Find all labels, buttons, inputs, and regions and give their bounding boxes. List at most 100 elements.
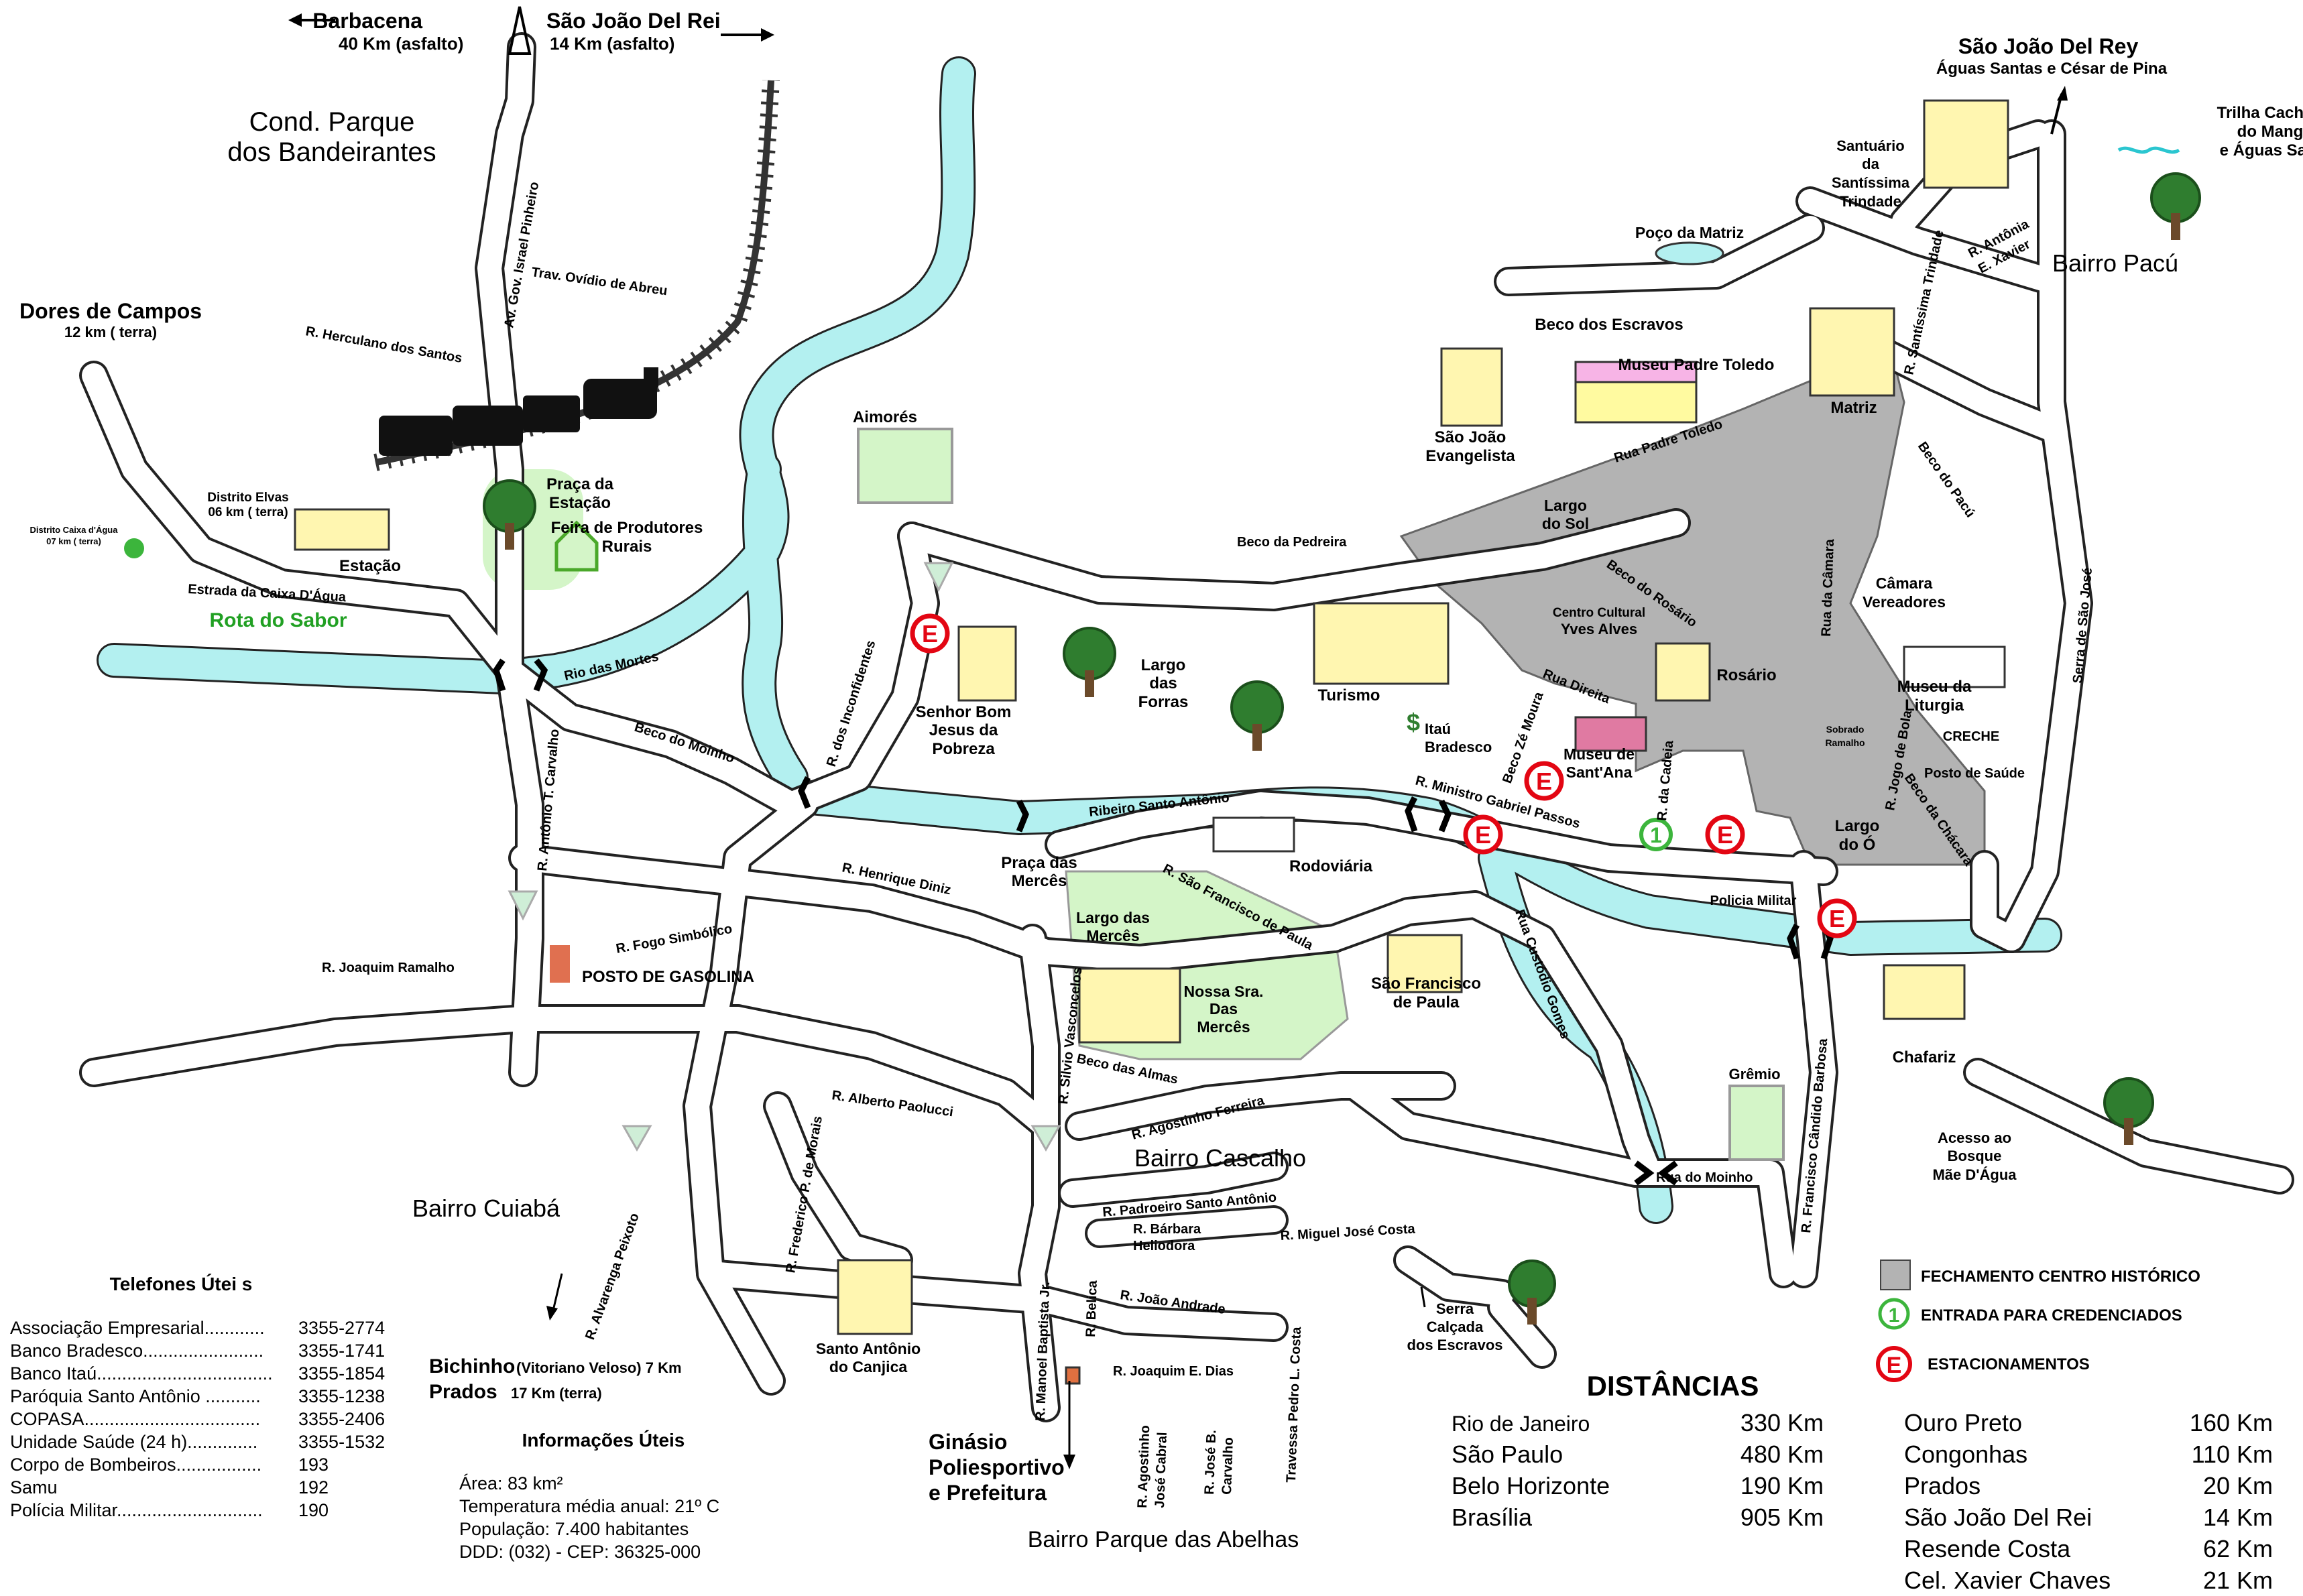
svg-text:Dores de Campos: Dores de Campos [19,299,202,323]
svg-text:São Paulo: São Paulo [1452,1440,1563,1468]
svg-text:Bosque: Bosque [1948,1148,2002,1164]
svg-text:dos Bandeirantes: dos Bandeirantes [227,137,436,167]
top-directions: Barbacena 40 Km (asfalto) São João Del R… [288,6,2303,160]
svg-text:06 km ( terra): 06 km ( terra) [208,505,288,519]
svg-text:Estação: Estação [549,494,611,512]
svg-text:Distrito Elvas: Distrito Elvas [207,491,288,505]
svg-text:R. Joaquim Ramalho: R. Joaquim Ramalho [322,961,455,975]
svg-text:São João: São João [1435,428,1507,446]
svg-text:Bradesco: Bradesco [1425,739,1492,755]
phone-row: Polícia Militar.........................… [10,1500,329,1520]
svg-text:Beco da Pedreira: Beco da Pedreira [1237,535,1347,550]
svg-text:480 Km: 480 Km [1740,1440,1824,1468]
svg-text:Mercês: Mercês [1012,872,1067,890]
svg-text:E: E [1536,768,1552,795]
svg-text:Barbacena: Barbacena [312,9,422,33]
church-icon-sao-joao [1440,347,1503,427]
svg-text:E: E [1717,821,1733,849]
svg-text:Museu da: Museu da [1897,678,1972,696]
svg-text:Posto de Saúde: Posto de Saúde [1924,766,2025,781]
svg-text:Rodoviária: Rodoviária [1289,857,1373,875]
svg-text:Samu: Samu [10,1477,58,1497]
svg-text:E: E [922,620,938,648]
svg-text:Policia Militar: Policia Militar [1710,894,1797,908]
svg-text:DISTÂNCIAS: DISTÂNCIAS [1587,1369,1759,1402]
svg-text:Beco do Pacú: Beco do Pacú [1915,439,1978,520]
svg-text:Largo: Largo [1544,497,1587,514]
tree-icons [483,172,2201,1325]
phone-row: Banco Itaú..............................… [10,1363,385,1384]
svg-text:Bichinho: Bichinho [429,1355,515,1377]
svg-text:Beco dos Escravos: Beco dos Escravos [1535,316,1683,334]
caixa-dot-icon [124,538,144,558]
svg-text:Bairro Cuiabá: Bairro Cuiabá [412,1194,560,1222]
svg-text:Informações Úteis: Informações Úteis [522,1430,685,1451]
svg-text:Rua da Câmara: Rua da Câmara [1819,538,1837,637]
svg-text:Bairro Parque das Abelhas: Bairro Parque das Abelhas [1028,1527,1299,1552]
svg-text:São João Del Rey: São João Del Rey [1958,34,2139,58]
svg-text:Calçada: Calçada [1427,1318,1484,1335]
svg-text:Resende Costa: Resende Costa [1904,1535,2071,1562]
svg-text:Museu Padre Toledo: Museu Padre Toledo [1618,356,1775,374]
svg-text:Brasília: Brasília [1452,1503,1533,1531]
svg-text:de Paula: de Paula [1393,993,1460,1011]
svg-text:3355-1741: 3355-1741 [298,1341,385,1361]
svg-text:População: 7.400 habitantes: População: 7.400 habitantes [459,1519,689,1539]
church-icon-senhor-bom [957,625,1017,702]
svg-text:Rota do Sabor: Rota do Sabor [209,609,347,631]
svg-text:Área: 83 km²: Área: 83 km² [459,1473,563,1493]
svg-text:Cel. Xavier Chaves: Cel. Xavier Chaves [1904,1567,2111,1594]
svg-text:07 km ( terra): 07 km ( terra) [46,536,101,546]
svg-text:Pobreza: Pobreza [932,740,995,758]
svg-text:Corpo de Bombeiros............: Corpo de Bombeiros................. [10,1455,261,1475]
svg-text:do Canjica: do Canjica [829,1358,908,1375]
svg-text:110 Km: 110 Km [2192,1440,2273,1468]
svg-text:Santo Antônio: Santo Antônio [816,1340,921,1357]
svg-text:São João Del Rei: São João Del Rei [1904,1503,2092,1531]
gremio-field-icon [1728,1085,1785,1161]
svg-text:Nossa Sra.: Nossa Sra. [1184,983,1264,1000]
svg-text:3355-1532: 3355-1532 [298,1432,385,1452]
svg-text:3355-2774: 3355-2774 [298,1318,385,1338]
dist-row: São Paulo 480 Km [1452,1440,1824,1468]
svg-text:do Mangue: do Mangue [2237,123,2303,141]
train-icon [379,367,658,456]
svg-text:do Ó: do Ó [1839,835,1876,854]
svg-text:17 Km (terra): 17 Km (terra) [511,1385,602,1402]
svg-text:Jesus da: Jesus da [929,721,998,739]
museu-liturgia-icon [1903,646,2006,688]
svg-text:Poço da Matriz: Poço da Matriz [1635,224,1744,241]
church-icon-merces [1078,967,1181,1044]
svg-text:Câmara: Câmara [1876,574,1933,592]
svg-text:14 Km (asfalto): 14 Km (asfalto) [550,34,674,54]
svg-text:Evangelista: Evangelista [1425,447,1515,465]
svg-text:Museu de: Museu de [1563,745,1635,763]
phone-row: Paróquia Santo Antônio ...........3355-1… [10,1386,385,1406]
svg-text:Cond. Parque: Cond. Parque [249,107,415,137]
svg-text:DDD: (032) - CEP: 36325-000: DDD: (032) - CEP: 36325-000 [459,1542,701,1562]
svg-text:do Sol: do Sol [1542,515,1589,532]
svg-text:R. Agostinho: R. Agostinho [1135,1425,1153,1508]
svg-text:Mercês: Mercês [1197,1018,1250,1036]
svg-text:Rosário: Rosário [1716,666,1776,684]
svg-text:Praça das: Praça das [1001,854,1077,872]
svg-text:R. Bárbara: R. Bárbara [1133,1222,1201,1237]
svg-text:40 Km (asfalto): 40 Km (asfalto) [339,34,463,54]
svg-text:R. Alvarenga Peixoto: R. Alvarenga Peixoto [583,1211,642,1342]
svg-text:Prados: Prados [1904,1472,1981,1499]
svg-text:Santíssima: Santíssima [1832,174,1910,191]
roads [79,32,2294,1422]
svg-text:Forras: Forras [1138,693,1189,711]
svg-text:e Águas Santas: e Águas Santas [2220,141,2303,160]
svg-text:192: 192 [298,1477,329,1497]
svg-text:R. Miguel José Costa: R. Miguel José Costa [1280,1221,1416,1243]
building-icons [294,99,2009,1385]
svg-text:Águas Santas e César de Pina: Águas Santas e César de Pina [1936,59,2168,78]
legend-historic-swatch [1880,1260,1911,1290]
svg-text:Poliesportivo: Poliesportivo [929,1455,1065,1479]
church-icon-sao-francisco [1386,934,1463,993]
